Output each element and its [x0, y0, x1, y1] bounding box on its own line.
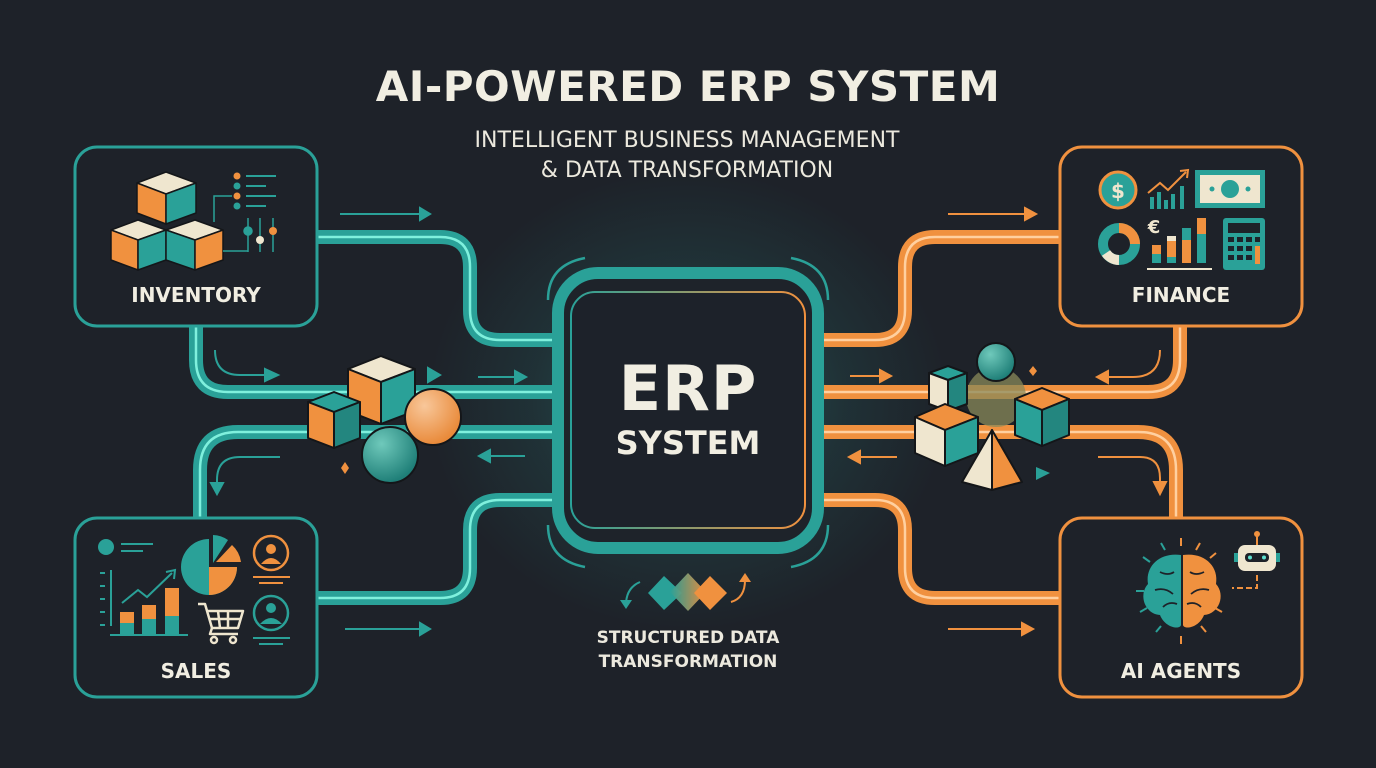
caption-line2: TRANSFORMATION [598, 652, 778, 672]
pie-chart-icon [181, 535, 241, 595]
ai-agents-label: AI AGENTS [1120, 659, 1242, 683]
robot-icon [1232, 531, 1280, 589]
left-data-shapes [307, 355, 462, 484]
bar-trend-chart-icon [98, 539, 188, 636]
calculator-icon [1223, 218, 1265, 270]
page-subtitle-line1: INTELLIGENT BUSINESS MANAGEMENT [474, 128, 900, 153]
donut-chart-icon [1098, 223, 1140, 265]
left-pipes [189, 230, 567, 605]
bar-chart-icon [1147, 218, 1212, 270]
erp-core [546, 256, 830, 569]
growth-chart-icon [1147, 168, 1190, 209]
sliders-icon [223, 218, 277, 252]
right-data-shapes [914, 342, 1070, 491]
inventory-label: INVENTORY [131, 283, 261, 307]
dollar-coin-icon: $ [1098, 170, 1138, 210]
brain-icon [1136, 538, 1223, 644]
page-subtitle-line2: & DATA TRANSFORMATION [540, 158, 834, 183]
left-flow-arrows [209, 206, 529, 637]
list-icon [213, 172, 276, 222]
erp-core-subtitle: SYSTEM [615, 424, 761, 462]
shopping-cart-icon [198, 602, 245, 645]
sales-label: SALES [160, 659, 232, 683]
page-title: AI-POWERED ERP SYSTEM [375, 62, 1001, 111]
customer-avatar-icon [252, 534, 290, 645]
euro-icon: € [1147, 217, 1161, 238]
right-flow-arrows [846, 206, 1168, 637]
svg-text:€: € [1147, 217, 1161, 238]
right-pipes [809, 230, 1187, 605]
caption-line1: STRUCTURED DATA [596, 628, 780, 648]
banknote-icon [1195, 170, 1265, 208]
stacked-boxes-icon [110, 171, 224, 271]
transformation-caption: STRUCTURED DATA TRANSFORMATION [548, 626, 828, 674]
svg-text:$: $ [1111, 179, 1125, 203]
finance-label: FINANCE [1131, 283, 1231, 307]
data-transform-icon [620, 573, 751, 611]
erp-core-title: ERP [618, 352, 758, 425]
